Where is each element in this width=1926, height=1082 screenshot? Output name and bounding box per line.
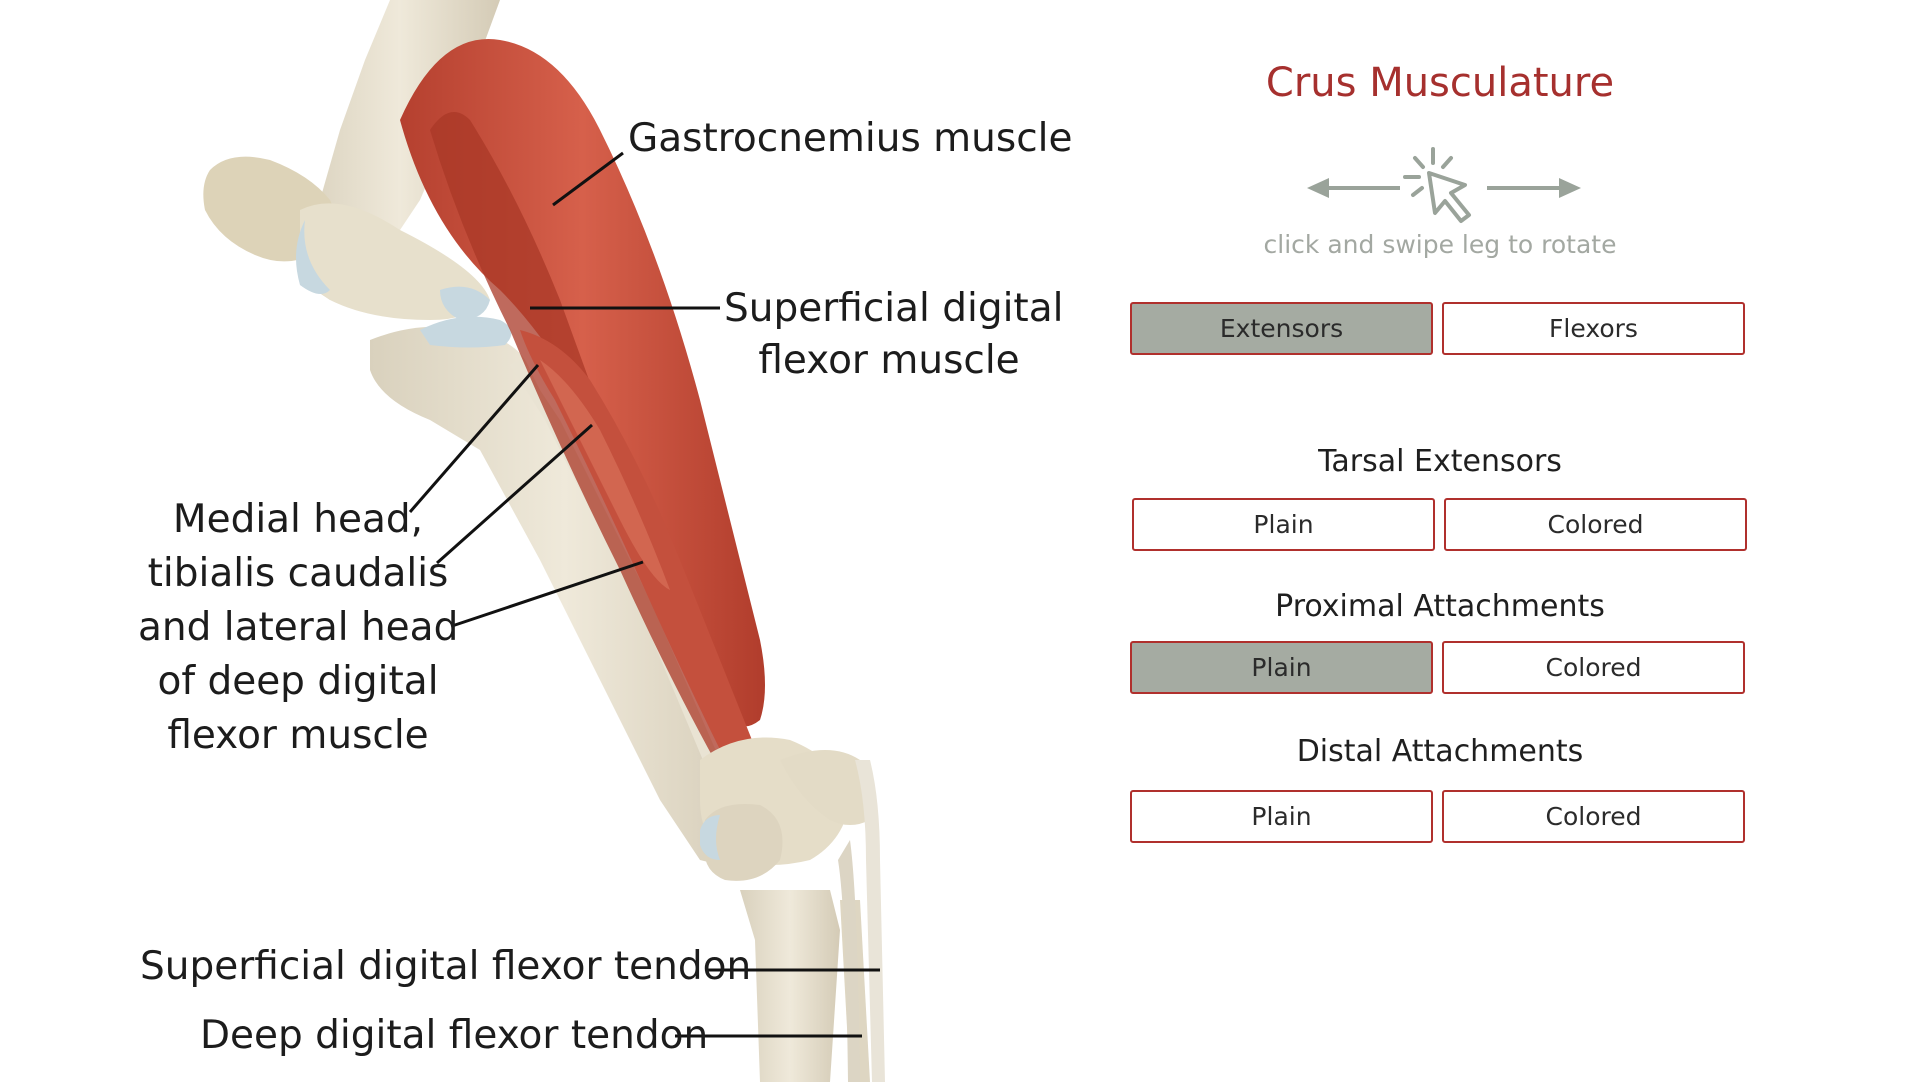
control-panel: Crus Musculature click and swipe leg to … (1080, 0, 1926, 1082)
proximal-attachments-heading: Proximal Attachments (1275, 589, 1605, 624)
label-ddf-line5: flexor muscle (167, 713, 429, 758)
label-ddf-tendon: Deep digital flexor tendon (200, 1013, 709, 1058)
deep-digital-flexor-muscle[interactable] (520, 330, 774, 810)
label-ddf-line3: and lateral head (138, 605, 459, 650)
superficial-digital-flexor-tendon (855, 760, 885, 1082)
swipe-cursor-icon (1403, 147, 1471, 223)
extensors-button[interactable]: Extensors (1130, 302, 1433, 355)
distal-attachments-plain-button[interactable]: Plain (1130, 790, 1433, 843)
arrow-left-icon (1307, 178, 1400, 198)
leg-model[interactable] (0, 0, 1080, 1082)
rotate-hint-text: click and swipe leg to rotate (1263, 230, 1617, 259)
proximal-attachments-plain-button[interactable]: Plain (1130, 641, 1433, 694)
anatomy-3d-viewer[interactable]: Gastrocnemius muscle Superficial digital… (0, 0, 1080, 1082)
distal-attachments-colored-button[interactable]: Colored (1442, 790, 1745, 843)
label-ddf-line2: tibialis caudalis (147, 551, 449, 596)
distal-attachments-heading: Distal Attachments (1296, 734, 1584, 769)
panel-title: Crus Musculature (1265, 60, 1615, 106)
label-sdf-muscle-line2: flexor muscle (758, 338, 1020, 383)
label-ddf-line4: of deep digital (157, 659, 439, 704)
tarsal-extensors-heading: Tarsal Extensors (1318, 444, 1562, 479)
proximal-attachments-colored-button[interactable]: Colored (1442, 641, 1745, 694)
label-sdf-tendon: Superficial digital flexor tendon (140, 944, 752, 989)
flexors-button[interactable]: Flexors (1442, 302, 1745, 355)
tarsal-extensors-plain-button[interactable]: Plain (1132, 498, 1435, 551)
label-sdf-muscle-line1: Superficial digital (724, 286, 1064, 331)
label-leader-lines (408, 151, 880, 1038)
tarsal-extensors-colored-button[interactable]: Colored (1444, 498, 1747, 551)
arrow-right-icon (1487, 178, 1581, 198)
rotate-hint-graphic (1307, 147, 1581, 223)
label-ddf-line1: Medial head, (172, 497, 424, 542)
deep-digital-flexor-tendon (838, 840, 860, 1082)
label-gastrocnemius: Gastrocnemius muscle (628, 116, 1073, 161)
calcaneus-bone (780, 750, 874, 825)
tibia-bone (370, 316, 760, 871)
